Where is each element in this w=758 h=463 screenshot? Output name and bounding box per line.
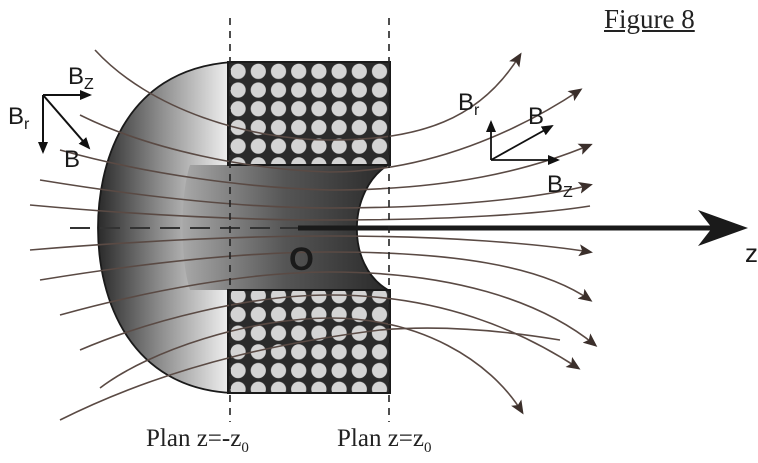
field-line bbox=[59, 327, 561, 421]
vector-triad-right bbox=[486, 120, 560, 165]
axis-arrowhead-icon bbox=[698, 210, 748, 246]
label-radial-right: Br bbox=[458, 89, 480, 119]
field-line bbox=[59, 143, 593, 191]
label-radial-left: Br bbox=[8, 103, 30, 133]
label-field-right: B bbox=[528, 103, 544, 130]
label-origin: O bbox=[289, 241, 314, 277]
field-line bbox=[39, 179, 593, 209]
field-line bbox=[29, 204, 591, 221]
label-field-left: B bbox=[64, 146, 80, 173]
field-lines bbox=[29, 49, 598, 421]
field-line bbox=[39, 251, 593, 302]
field-line bbox=[59, 271, 598, 347]
vector-triad-left bbox=[38, 90, 92, 154]
plane-label-right: Plan z=z0 bbox=[337, 425, 432, 456]
field-line bbox=[79, 88, 583, 173]
figure-title: Figure 8 bbox=[604, 4, 695, 34]
field-line bbox=[29, 235, 593, 257]
field-vector-right bbox=[490, 125, 554, 161]
label-axial-left: BZ bbox=[68, 63, 94, 93]
coil-section-top bbox=[227, 61, 391, 166]
label-z-axis: z bbox=[745, 238, 758, 268]
coil-section-bottom bbox=[227, 289, 391, 394]
field-line bbox=[99, 317, 524, 415]
field-vector-left bbox=[42, 94, 91, 150]
plane-label-left: Plan z=-z0 bbox=[146, 425, 249, 456]
field-line bbox=[94, 49, 522, 141]
label-axial-right: BZ bbox=[547, 171, 573, 201]
